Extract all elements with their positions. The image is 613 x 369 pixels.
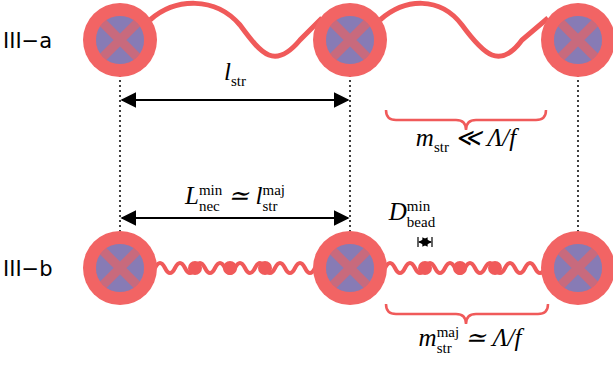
label-text: D	[389, 198, 407, 225]
label-text: L	[185, 182, 199, 209]
length-arrow	[122, 217, 348, 219]
label-text: ≃ l	[228, 182, 262, 209]
label-text: m	[416, 124, 434, 151]
brace	[386, 304, 548, 324]
label-text: str	[262, 199, 285, 215]
label-text: str	[434, 139, 449, 155]
string	[150, 3, 322, 56]
mass-label: mmajstr≃ Λ/f	[419, 324, 522, 357]
mass-label: mstr ≪ Λ/f	[416, 124, 516, 156]
defect-circle	[83, 3, 157, 77]
defect-circle	[83, 231, 157, 305]
label-text: l	[224, 58, 231, 85]
label-text: str	[437, 341, 460, 357]
defect-circle	[541, 231, 613, 305]
label-text: nec	[199, 199, 222, 215]
label-text: min	[407, 199, 435, 215]
label-text: III−a	[3, 29, 52, 53]
panel-label: III−b	[3, 258, 53, 281]
defect-circle	[313, 3, 387, 77]
label-text: bead	[407, 215, 435, 231]
length-label: Lminnec ≃ lmajstr	[185, 182, 285, 215]
label-text: min	[199, 183, 222, 199]
bead-size-mark	[418, 237, 432, 247]
label-text: str	[231, 73, 246, 89]
label-text: III−b	[3, 257, 53, 281]
length-arrow	[122, 99, 348, 101]
defect-circle	[541, 3, 613, 77]
script-stack: minnec	[199, 183, 222, 215]
panel-label: III−a	[3, 30, 52, 53]
script-stack: majstr	[437, 325, 460, 357]
bead-size-label: Dminbead	[389, 198, 435, 231]
label-text: ≃ Λ/f	[465, 324, 521, 351]
string	[380, 3, 548, 56]
script-stack: minbead	[407, 199, 435, 231]
label-text: maj	[262, 183, 285, 199]
label-text: m	[419, 324, 437, 351]
defect-circle	[313, 231, 387, 305]
script-stack: majstr	[262, 183, 285, 215]
label-text: ≪ Λ/f	[455, 124, 516, 151]
length-label: lstr	[224, 58, 246, 90]
label-text: maj	[437, 325, 460, 341]
